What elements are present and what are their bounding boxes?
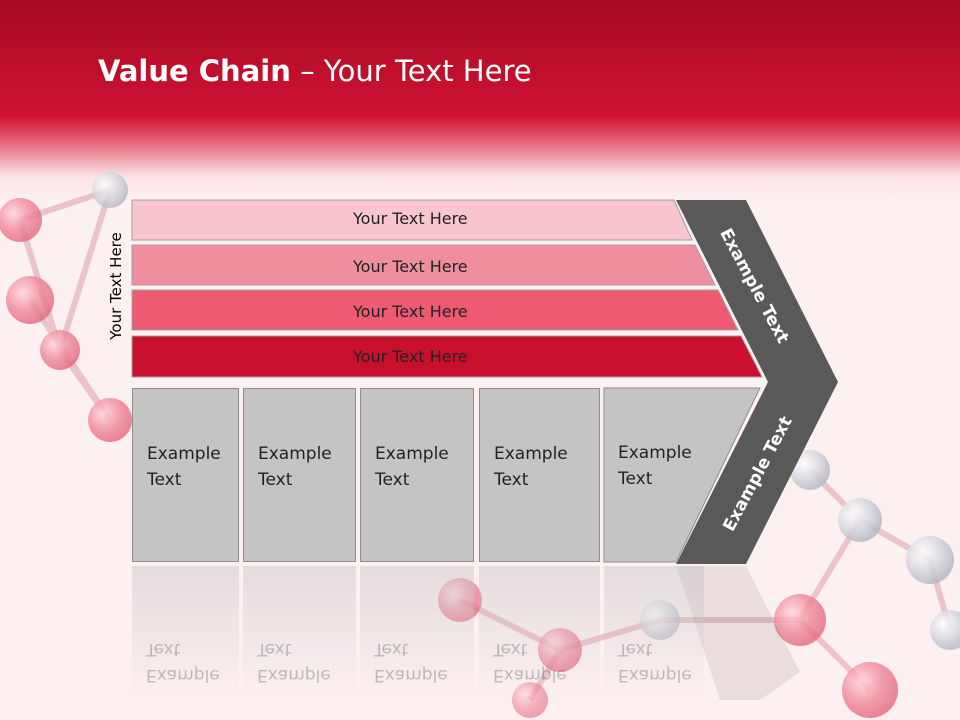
band-4 [131, 335, 763, 378]
reflect-3-line1: Example [374, 665, 448, 685]
box-4-line2: Text [494, 470, 529, 490]
band-1-label: Your Text Here [353, 209, 468, 228]
box-2-line1: Example [258, 444, 332, 464]
reflect-1-line1: Example [146, 665, 220, 685]
band-1 [131, 199, 693, 241]
box-reflection-3: Example Text [360, 566, 474, 700]
box-reflection-1: Example Text [132, 566, 239, 700]
reflect-5-line1: Example [618, 665, 692, 685]
band-2 [131, 244, 716, 286]
reflect-1-line2: Text [146, 639, 181, 659]
band-4-label: Your Text Here [353, 347, 468, 366]
band-3-label: Your Text Here [353, 302, 468, 321]
box-4-line1: Example [494, 444, 568, 464]
box-3-line1: Example [375, 444, 449, 464]
box-5-line2: Text [618, 469, 653, 489]
box-reflection-5: Example Text [604, 566, 704, 700]
reflect-5-line2: Text [618, 639, 653, 659]
box-2-line2: Text [258, 470, 293, 490]
arrow-reflection [676, 566, 800, 700]
box-reflection-2: Example Text [243, 566, 356, 700]
reflect-4-line1: Example [493, 665, 567, 685]
box-1-line1: Example [147, 444, 221, 464]
header-band [0, 0, 960, 200]
arrow-shape [676, 200, 838, 564]
reflect-4-line2: Text [493, 639, 528, 659]
box-reflection-4: Example Text [479, 566, 600, 700]
band-3 [131, 289, 739, 331]
title-rest: – Your Text Here [290, 54, 532, 88]
reflect-3-line2: Text [374, 639, 409, 659]
band-2-label: Your Text Here [353, 257, 468, 276]
page-title: Value Chain – Your Text Here [98, 54, 532, 88]
box-1-line2: Text [147, 470, 182, 490]
reflect-2-line1: Example [257, 665, 331, 685]
box-5-line1: Example [618, 443, 692, 463]
title-bold: Value Chain [98, 54, 291, 88]
box-3-line2: Text [375, 470, 410, 490]
reflect-2-line2: Text [257, 639, 292, 659]
